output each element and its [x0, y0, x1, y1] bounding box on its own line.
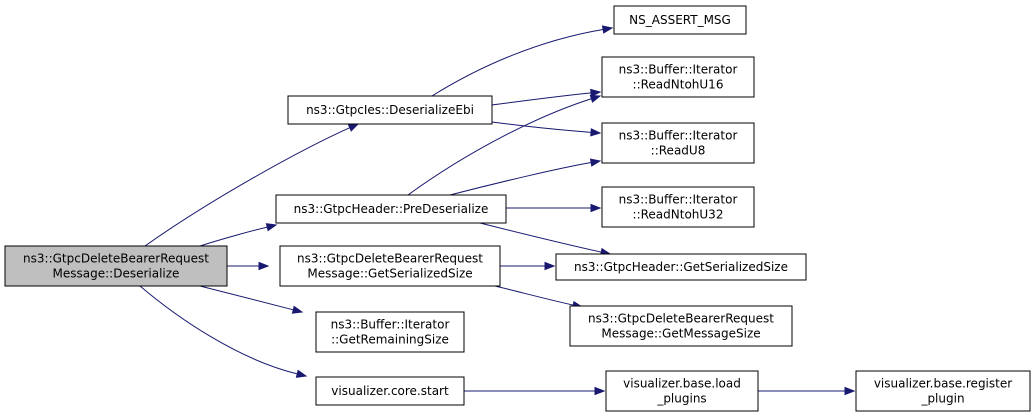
node-get-serialized-size-msg[interactable]: ns3::GtpcDeleteBearerRequestMessage::Get…	[279, 245, 501, 287]
edge-arrowhead	[590, 203, 602, 213]
node-box	[275, 194, 507, 224]
node-label: ::ReadU8	[651, 144, 706, 158]
edge-visualizer_start-to-load_plugins	[464, 386, 606, 396]
node-box	[605, 370, 759, 412]
node-box	[855, 370, 1031, 412]
edge-arrowhead	[258, 261, 270, 271]
edge-line	[431, 28, 604, 97]
edge-line	[144, 127, 350, 247]
edge-pre_deserialize-to-read_u8	[449, 158, 602, 196]
edges-layer	[139, 25, 856, 396]
node-load-plugins[interactable]: visualizer.base.load_plugins	[605, 370, 759, 412]
node-box	[4, 245, 228, 287]
edge-root-to-deserialize_ebi	[144, 123, 360, 247]
edge-line	[479, 222, 602, 253]
node-label: _plugin	[920, 392, 964, 406]
node-box	[315, 311, 465, 353]
node-label: Message::GetSerializedSize	[307, 267, 472, 281]
edge-arrowhead	[347, 123, 360, 132]
edge-get_serialized_size_msg-to-header_get_serialized_size	[500, 261, 556, 271]
node-label: ns3::GtpcDeleteBearerRequest	[23, 252, 209, 266]
node-label: ns3::Buffer::Iterator	[331, 318, 450, 332]
edge-arrowhead	[594, 386, 606, 396]
node-label: visualizer.base.register	[874, 377, 1012, 391]
edge-deserialize_ebi-to-read_u8	[491, 121, 602, 137]
edge-root-to-get_serialized_size_msg	[227, 261, 270, 271]
node-pre-deserialize[interactable]: ns3::GtpcHeader::PreDeserialize	[275, 194, 507, 224]
node-box	[601, 56, 755, 98]
node-box	[601, 186, 755, 228]
node-label: ns3::GtpcHeader::PreDeserialize	[294, 202, 489, 216]
node-box	[287, 95, 493, 125]
node-label: ns3::Buffer::Iterator	[619, 63, 738, 77]
node-label: Message::GetMessageSize	[601, 327, 760, 341]
edge-line	[491, 121, 592, 133]
edge-arrowhead	[291, 305, 304, 314]
edge-arrowhead	[265, 223, 278, 232]
node-get-remaining-size[interactable]: ns3::Buffer::Iterator::GetRemainingSize	[315, 311, 465, 353]
node-label: ns3::GtpcIes::DeserializeEbi	[306, 103, 474, 117]
edge-arrowhead	[844, 386, 856, 396]
edge-arrowhead	[295, 369, 308, 378]
edge-arrowhead	[544, 261, 556, 271]
node-label: _plugins	[656, 392, 706, 406]
node-read-ntoh-u16[interactable]: ns3::Buffer::Iterator::ReadNtohU16	[601, 56, 755, 98]
node-box	[601, 122, 755, 164]
edge-pre_deserialize-to-read_ntoh_u16	[407, 94, 602, 196]
node-label: Message::Deserialize	[53, 267, 180, 281]
edge-root-to-pre_deserialize	[199, 223, 278, 247]
node-label: ::ReadNtohU32	[633, 208, 724, 222]
node-label: ns3::Buffer::Iterator	[619, 193, 738, 207]
node-get-message-size[interactable]: ns3::GtpcDeleteBearerRequestMessage::Get…	[569, 305, 793, 347]
nodes-layer: ns3::GtpcDeleteBearerRequestMessage::Des…	[4, 5, 1031, 412]
edge-line	[494, 285, 574, 306]
edge-arrowhead	[589, 94, 602, 103]
edge-arrowhead	[589, 158, 602, 167]
node-deserialize-ebi[interactable]: ns3::GtpcIes::DeserializeEbi	[287, 95, 493, 125]
node-ns-assert-msg[interactable]: NS_ASSERT_MSG	[613, 5, 747, 35]
node-label: ns3::GtpcDeleteBearerRequest	[588, 312, 774, 326]
node-label: ns3::Buffer::Iterator	[619, 129, 738, 143]
node-visualizer-start[interactable]: visualizer.core.start	[315, 376, 465, 406]
node-box	[279, 245, 501, 287]
node-label: ns3::GtpcHeader::GetSerializedSize	[574, 260, 788, 274]
edge-line	[491, 92, 592, 106]
node-register-plugin[interactable]: visualizer.base.register_plugin	[855, 370, 1031, 412]
node-label: NS_ASSERT_MSG	[629, 13, 731, 27]
node-label: ::ReadNtohU16	[633, 78, 724, 92]
node-root[interactable]: ns3::GtpcDeleteBearerRequestMessage::Des…	[4, 245, 228, 287]
node-label: visualizer.base.load	[623, 377, 741, 391]
edge-line	[407, 98, 592, 196]
node-header-get-serialized-size[interactable]: ns3::GtpcHeader::GetSerializedSize	[555, 253, 807, 281]
edge-deserialize_ebi-to-read_ntoh_u16	[491, 88, 602, 106]
node-read-u8[interactable]: ns3::Buffer::Iterator::ReadU8	[601, 122, 755, 164]
edge-line	[449, 162, 592, 196]
edge-root-to-visualizer_start	[139, 285, 308, 378]
node-box	[315, 376, 465, 406]
node-box	[569, 305, 793, 347]
node-label: ns3::GtpcDeleteBearerRequest	[297, 252, 483, 266]
edge-line	[199, 285, 294, 311]
edge-arrowhead	[590, 128, 602, 137]
edge-load_plugins-to-register_plugin	[758, 386, 856, 396]
node-box	[613, 5, 747, 35]
node-read-ntoh-u32[interactable]: ns3::Buffer::Iterator::ReadNtohU32	[601, 186, 755, 228]
edge-line	[199, 226, 268, 247]
edge-get_serialized_size_msg-to-get_message_size	[494, 285, 584, 310]
edge-line	[139, 285, 298, 375]
node-box	[555, 253, 807, 281]
edge-root-to-get_remaining_size	[199, 285, 304, 314]
edge-arrowhead	[590, 88, 602, 98]
edge-deserialize_ebi-to-ns_assert_msg	[431, 25, 614, 97]
edge-pre_deserialize-to-read_ntoh_u32	[505, 203, 602, 213]
node-label: visualizer.core.start	[331, 384, 449, 398]
node-label: ::GetRemainingSize	[331, 333, 449, 347]
edge-arrowhead	[601, 25, 614, 34]
